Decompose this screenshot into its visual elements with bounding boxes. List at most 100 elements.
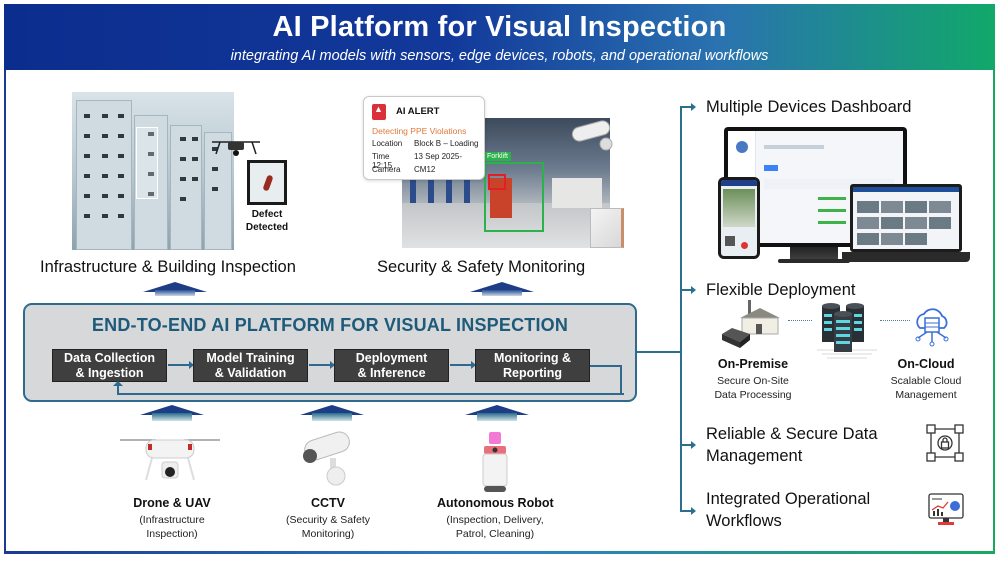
step-monitoring: Monitoring & Reporting: [475, 349, 590, 382]
dotted-connector-right: [880, 320, 910, 321]
step-arrow: [309, 361, 335, 369]
up-arrow-security: [470, 280, 534, 296]
alert-row-value: Block B – Loading: [414, 139, 479, 148]
forklift-detection-box: [484, 162, 544, 232]
branch-arrow-data-management: [681, 441, 696, 449]
feedback-loop-right: [590, 365, 622, 395]
page-subtitle: integrating AI models with sensors, edge…: [230, 48, 769, 64]
alert-icon: [372, 104, 386, 120]
device-desc-line2: Inspection): [146, 528, 198, 540]
dotted-connector-left: [788, 320, 812, 321]
alert-row-key: Location: [372, 139, 403, 148]
platform-title: END-TO-END AI PLATFORM FOR VISUAL INSPEC…: [91, 315, 569, 335]
cloud-server-icon: [915, 308, 949, 347]
defect-label-line1: Defect: [251, 209, 283, 220]
on-premise-factory-icon: [722, 300, 780, 348]
up-arrow-cctv: [300, 403, 364, 415]
on-premise-desc-line2: Data Processing: [714, 389, 792, 401]
ppe-violation-box: [488, 174, 506, 190]
branch-arrow-deployment: [681, 286, 696, 294]
step-label-line2: & Ingestion: [75, 366, 144, 380]
step-arrow: [450, 361, 476, 369]
step-label-line1: Data Collection: [64, 351, 155, 365]
alert-title: AI ALERT: [396, 106, 440, 117]
monitor-base: [778, 259, 850, 263]
on-cloud-desc: Scalable Cloud Management: [878, 374, 974, 402]
feature-label-line2: Workflows: [706, 512, 782, 530]
device-desc-line1: (Infrastructure: [139, 514, 205, 526]
step-label-line1: Deployment: [355, 351, 428, 365]
device-desc-line2: Monitoring): [301, 528, 355, 540]
device-drone-desc: (Infrastructure Inspection): [122, 513, 222, 541]
alert-row-camera: Camera CM12: [372, 165, 435, 174]
feature-label-line1: Integrated Operational: [706, 490, 871, 508]
up-arrow-cctv-stem: [312, 413, 352, 421]
step-label-line1: Model Training: [206, 351, 295, 365]
inspection-drone-icon: [212, 141, 260, 156]
step-label-line2: & Inference: [357, 366, 426, 380]
on-premise-desc-line1: Secure On-Site: [717, 375, 789, 387]
features-trunk-line: [680, 106, 682, 512]
on-cloud-desc-line2: Management: [895, 389, 957, 401]
alert-row-key: Time: [372, 152, 390, 161]
alert-subtitle: Detecting PPE Violations: [372, 126, 467, 136]
on-premise-title: On-Premise: [717, 357, 789, 371]
device-drone-name: Drone & UAV: [133, 496, 211, 510]
dashboard-phone-mockup: [718, 177, 760, 259]
step-model-training: Model Training & Validation: [193, 349, 308, 382]
up-arrow-robot-stem: [477, 413, 517, 421]
dashboard-laptop-mockup: [850, 184, 962, 252]
usecase-building-inspection-label: Infrastructure & Building Inspection: [40, 258, 296, 276]
monitor-stand: [790, 247, 838, 261]
forklift-detection-tag: Forklift: [484, 152, 511, 161]
feature-flexible-deployment: Flexible Deployment: [706, 281, 856, 299]
device-robot-desc: (Inspection, Delivery, Patrol, Cleaning): [440, 513, 550, 541]
feature-integrated-workflows: Integrated Operational Workflows: [706, 488, 870, 532]
device-desc-line1: (Inspection, Delivery,: [446, 514, 544, 526]
drone-uav-icon: [120, 439, 220, 481]
autonomous-robot-icon: [482, 432, 508, 492]
workflow-monitor-icon: [928, 493, 964, 525]
device-cctv-desc: (Security & Safety Monitoring): [278, 513, 378, 541]
platform-to-features-connector: [637, 351, 680, 353]
feedback-loop-bottom: [117, 393, 624, 395]
header-banner: AI Platform for Visual Inspection integr…: [4, 4, 995, 70]
alert-row-value: CM12: [414, 165, 436, 174]
defect-thumbnail: [247, 160, 287, 205]
secure-data-lock-icon: [926, 424, 964, 462]
alert-row-key: Camera: [372, 165, 401, 174]
device-cctv-name: CCTV: [310, 496, 346, 510]
alert-row-value: 13 Sep 2025- 12:15: [372, 152, 463, 170]
feature-label-line1: Reliable & Secure Data: [706, 425, 878, 443]
feedback-arrowhead: [113, 381, 123, 386]
edge-device-icon: [590, 208, 624, 248]
up-arrow-drone: [140, 403, 204, 415]
branch-arrow-dashboard: [681, 103, 696, 111]
defect-detected-label: Defect Detected: [238, 208, 296, 234]
step-data-collection: Data Collection & Ingestion: [52, 349, 167, 382]
usecase-security-monitoring-label: Security & Safety Monitoring: [377, 258, 586, 276]
up-arrow-robot: [465, 403, 529, 415]
up-arrow-building: [143, 280, 207, 296]
cctv-icon: [303, 431, 350, 486]
step-arrow: [168, 361, 194, 369]
platform-pipeline-box: END-TO-END AI PLATFORM FOR VISUAL INSPEC…: [23, 303, 637, 402]
device-robot-name: Autonomous Robot: [437, 496, 554, 510]
alert-row-location: Location Block B – Loading: [372, 139, 479, 148]
building-inspection-image: [72, 92, 234, 250]
laptop-base: [842, 252, 970, 262]
device-desc-line2: Patrol, Cleaning): [455, 528, 535, 540]
up-arrow-drone-stem: [152, 413, 192, 421]
feature-multiple-devices-dashboard: Multiple Devices Dashboard: [706, 98, 912, 116]
feedback-loop-up: [117, 383, 119, 395]
on-cloud-title: On-Cloud: [897, 357, 955, 371]
data-center-server-icon: [817, 303, 877, 359]
ai-alert-card: AI ALERT Detecting PPE Violations Locati…: [363, 96, 485, 180]
branch-arrow-workflows: [681, 507, 696, 515]
cctv-camera-icon: [571, 120, 613, 151]
feature-label-line2: Management: [706, 447, 803, 465]
step-label-line2: & Validation: [214, 366, 287, 380]
defect-label-line2: Detected: [245, 222, 289, 233]
step-label-line1: Monitoring &: [493, 351, 572, 365]
